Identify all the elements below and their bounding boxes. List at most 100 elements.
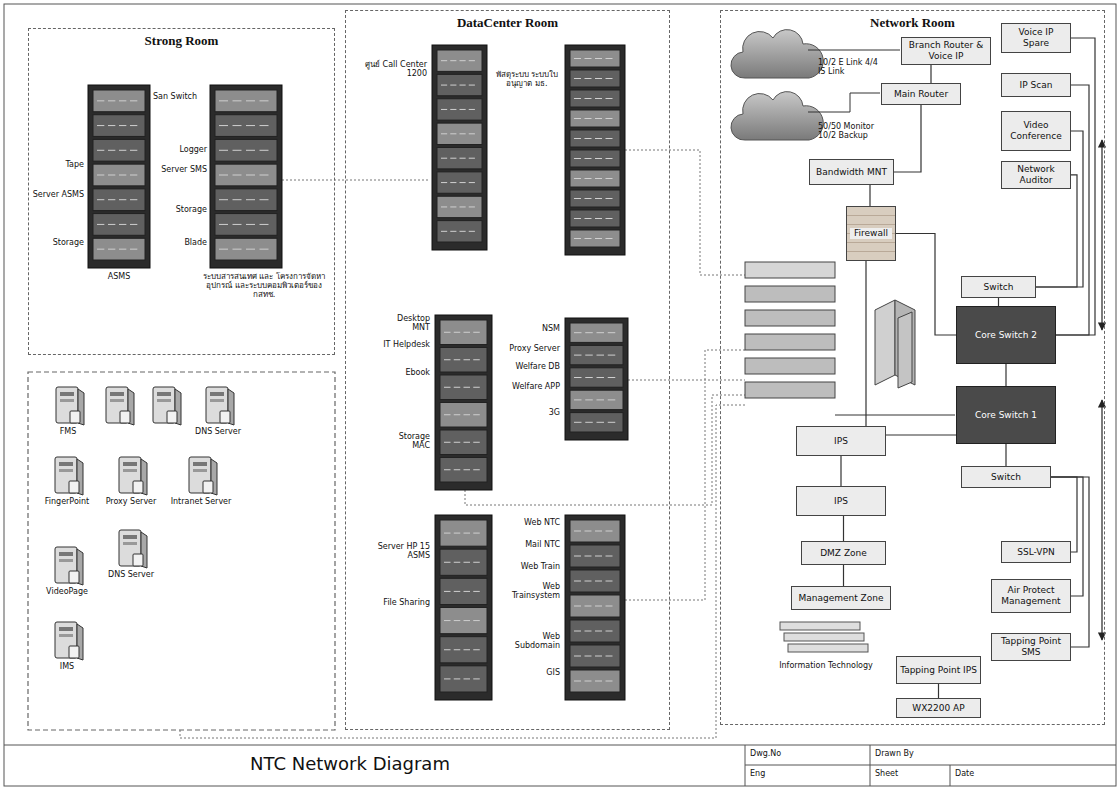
node-label: FingerPoint (36, 497, 98, 506)
switch-stack (745, 310, 835, 326)
node-label: Voice IP Spare (1005, 27, 1067, 49)
title-block (4, 745, 1116, 786)
network-link (998, 298, 999, 306)
node-label: Air Protect Management (995, 585, 1067, 607)
server-rack (432, 45, 487, 250)
rack-label: Server ASMS (32, 190, 84, 199)
switch-box: Switch (961, 466, 1051, 488)
switch-stack (780, 622, 860, 630)
rack-cabling (180, 150, 745, 738)
server-node: VideoPage (36, 545, 98, 603)
rack-label: File Sharing (372, 598, 430, 607)
server-rack (435, 315, 492, 490)
server-zone (28, 372, 335, 730)
node-label: Core Switch 1 (960, 410, 1052, 421)
server-rack (435, 515, 492, 700)
network-link (1036, 131, 1083, 287)
rack-label: Desktop MNT (380, 314, 430, 332)
title-field: Sheet (875, 769, 945, 778)
node-label: Information Technology (766, 661, 886, 670)
device-box: Air Protect Management (991, 579, 1071, 613)
rack-label: Web Trainsystem (500, 582, 560, 600)
server-node: FingerPoint (36, 455, 98, 513)
rack-label: Server HP 15 ASMS (372, 542, 430, 560)
server-node: FMS (40, 385, 96, 443)
server-icon (47, 620, 87, 662)
node-label: Main Router (885, 89, 957, 100)
node-label: Branch Router & Voice IP (905, 40, 987, 62)
server-icon (111, 455, 151, 497)
rack-label: Storage (32, 238, 84, 247)
rack-label: Storage (153, 205, 207, 214)
node-label: SSL-VPN (1005, 547, 1067, 558)
rack-label: Web Train (500, 562, 560, 571)
switch-box: Switch (961, 276, 1036, 298)
firewall-box: Firewall (846, 206, 896, 261)
router-box: Main Router (881, 83, 961, 105)
rack-label: Tape (32, 160, 84, 169)
rack-label: Server SMS (153, 165, 207, 174)
network-link (938, 684, 939, 698)
server-node: IMS (36, 620, 98, 678)
rack-label: GIS (500, 668, 560, 677)
node-label: IMS (36, 662, 98, 671)
switch-stack (745, 334, 835, 350)
node-label: Firewall (850, 228, 892, 239)
rack-note: พัสดุระบบ ระบบใบ อนุญาต มธ. (492, 70, 562, 88)
server-rack (565, 45, 625, 255)
node-label: IPS (800, 496, 882, 507)
rack-label: Web NTC (500, 518, 560, 527)
network-link (886, 434, 956, 435)
node-label: DMZ Zone (805, 548, 882, 559)
rack-label: Welfare DB (500, 362, 560, 371)
server-icon (106, 387, 134, 425)
router-box: Branch Router & Voice IP (901, 37, 991, 65)
node-label: VideoPage (36, 587, 98, 596)
switch-stack (784, 633, 864, 641)
node-label: IP Scan (1005, 80, 1067, 91)
node-label: IPS (800, 436, 882, 447)
node-label: Tapping Point SMS (995, 636, 1067, 658)
server-icon (47, 545, 87, 587)
title-field: Dwg.No (750, 749, 860, 758)
node-label: DataCenter Room (346, 11, 669, 31)
switch-stack (788, 644, 868, 652)
rack-label: San Switch (153, 92, 208, 101)
node-label: Switch (965, 472, 1047, 483)
ips-box: IPS (796, 486, 886, 516)
device-box: Tapping Point IPS (896, 656, 981, 684)
rack-label: 3G (500, 408, 560, 417)
server-rack (210, 85, 282, 268)
server-icon (48, 385, 88, 427)
device-box: Voice IP Spare (1001, 23, 1071, 53)
rack-label: ศูนย์ Call Center 1200 (355, 60, 427, 78)
network-link (865, 261, 866, 426)
node-label: FMS (40, 427, 96, 436)
switch-stack (745, 262, 835, 278)
title-field: Eng (750, 769, 860, 778)
link-label: 10/2 E Link 4/4 IS Link (818, 58, 878, 76)
room-region: DataCenter Room (345, 10, 670, 730)
network-link (869, 185, 870, 206)
zone-box: DMZ Zone (801, 541, 886, 565)
node-label: DNS Server (100, 570, 162, 579)
server-node: Proxy Server (100, 455, 162, 513)
rack-label: Welfare APP (500, 382, 560, 391)
network-link (896, 234, 956, 336)
server-icon (47, 455, 87, 497)
rack-label: Proxy Server (500, 344, 560, 353)
monitor-box: Bandwidth MNT (809, 159, 894, 185)
zone-label: Information Technology (766, 661, 886, 677)
ips-box: IPS (796, 426, 886, 456)
switch-stack (745, 286, 835, 302)
zone-box: Management Zone (791, 586, 891, 610)
network-link (1005, 364, 1006, 386)
device-box: SSL-VPN (1001, 541, 1071, 563)
access-point: WX2200 AP (896, 698, 981, 718)
server-rack (565, 318, 628, 440)
title-field: Date (955, 769, 1065, 778)
node-label: Tapping Point IPS (900, 665, 977, 676)
server-pair (875, 300, 915, 388)
switch-stack (745, 382, 835, 398)
core-switch: Core Switch 1 (956, 386, 1056, 444)
